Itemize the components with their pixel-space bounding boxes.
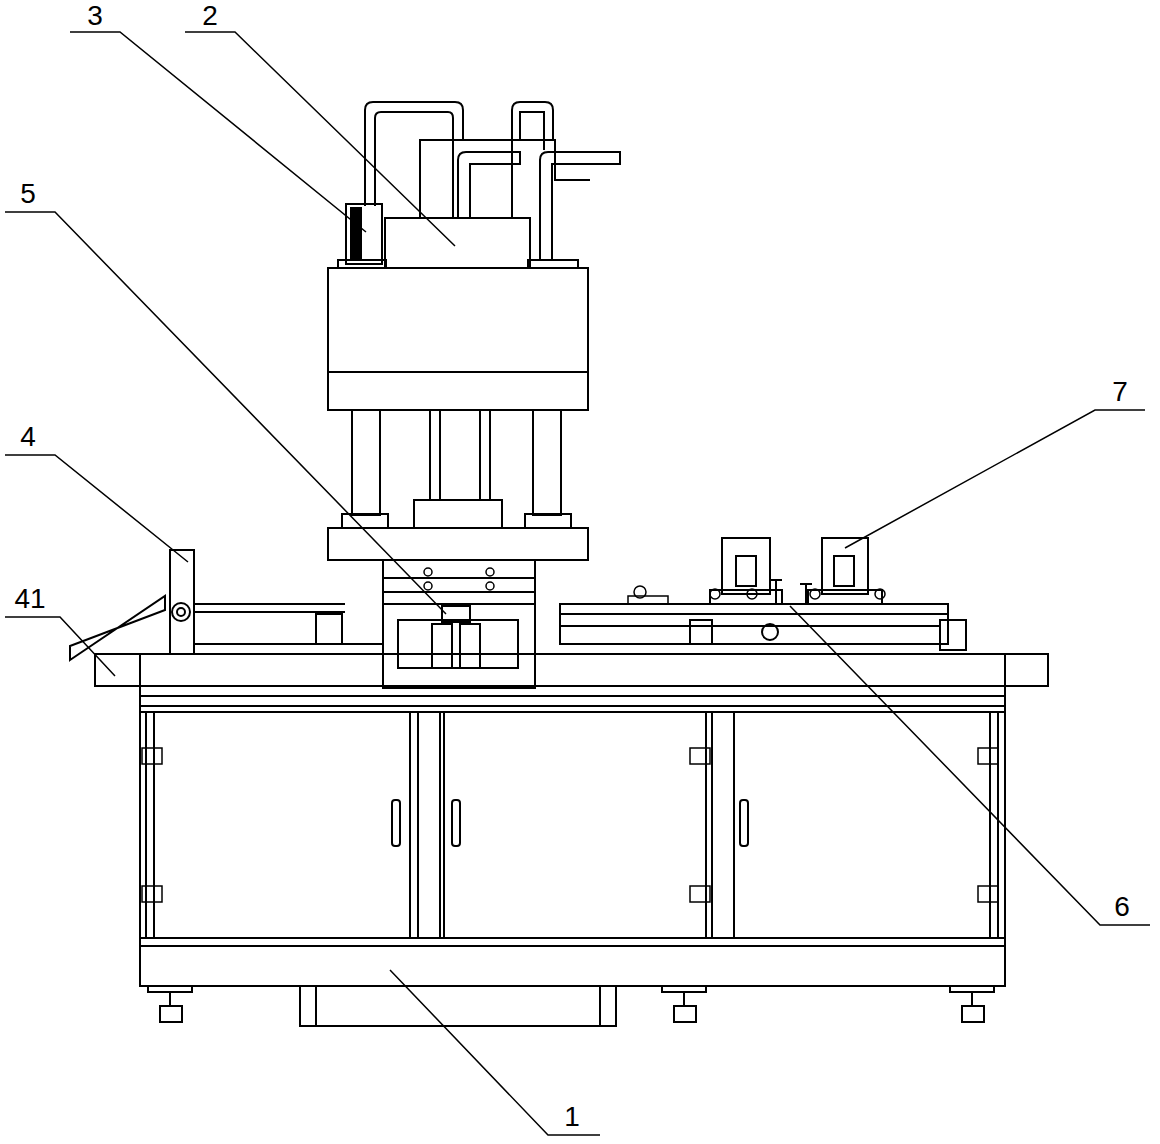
callout-number: 3 <box>87 2 103 30</box>
callout-number: 41 <box>14 585 45 613</box>
callout-number: 2 <box>202 2 218 30</box>
callout-number: 7 <box>1112 378 1128 406</box>
callout-number: 6 <box>1114 893 1130 921</box>
callout-number: 1 <box>564 1103 580 1131</box>
callout-number: 4 <box>20 423 36 451</box>
callout-number: 5 <box>20 180 36 208</box>
